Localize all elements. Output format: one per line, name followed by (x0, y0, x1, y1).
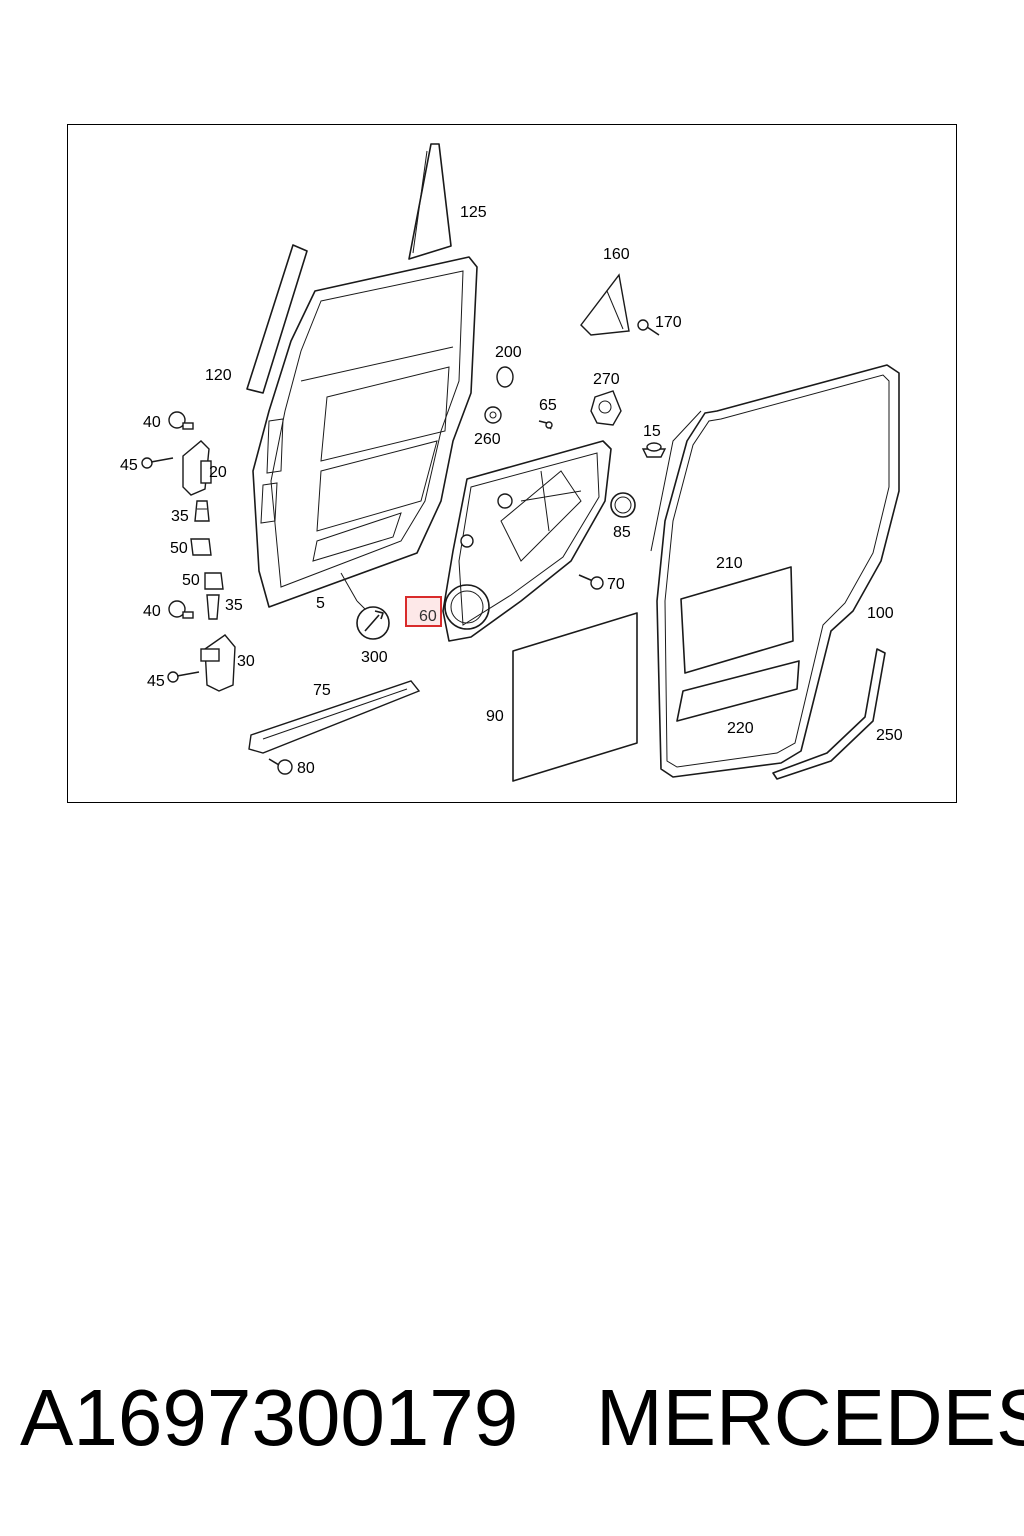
part-40-bolt-lower (168, 600, 194, 619)
part-60-regulator-carrier (442, 440, 612, 642)
part-50-nut-upper (190, 538, 212, 556)
label-270: 270 (593, 371, 620, 388)
part-200-plug (496, 366, 514, 388)
label-75: 75 (313, 682, 331, 699)
part-100-door-seal (650, 364, 900, 778)
part-45-screw-lower (167, 671, 200, 683)
part-125-trim (408, 143, 452, 260)
part-number: A1697300179 (20, 1373, 519, 1462)
label-260: 260 (474, 431, 501, 448)
label-120: 120 (205, 367, 232, 384)
part-300-tool-symbol (356, 600, 390, 640)
part-270-motor (590, 390, 622, 426)
part-65-clip (538, 420, 553, 430)
label-85: 85 (613, 524, 631, 541)
label-5: 5 (316, 595, 325, 612)
label-40-lower: 40 (143, 603, 161, 620)
label-80: 80 (297, 760, 315, 777)
diagram-frame: 125 160 170 200 120 270 65 40 15 260 45 … (67, 124, 957, 803)
label-50-upper: 50 (170, 540, 188, 557)
label-45-lower: 45 (147, 673, 165, 690)
part-75-bar (248, 680, 421, 754)
part-45-screw-upper (141, 457, 174, 469)
caption: A1697300179 MERCEDES (20, 1368, 1024, 1468)
highlight-box-60 (405, 596, 442, 627)
label-60: 60 (419, 608, 437, 625)
label-50-lower: 50 (182, 572, 200, 589)
label-35-lower: 35 (225, 597, 243, 614)
label-35-upper: 35 (171, 508, 189, 525)
label-45-upper: 45 (120, 457, 138, 474)
label-170: 170 (655, 314, 682, 331)
part-70-bolt (578, 574, 604, 590)
part-210-panel (680, 566, 794, 674)
part-30-hinge-lower (200, 634, 236, 692)
part-20-hinge-upper (182, 440, 212, 496)
label-160: 160 (603, 246, 630, 263)
label-40-upper: 40 (143, 414, 161, 431)
label-300: 300 (361, 649, 388, 666)
part-160-cover (580, 273, 630, 336)
part-80-bolt (268, 758, 293, 775)
part-15-cap (641, 442, 667, 458)
label-100: 100 (867, 605, 894, 622)
brand-name: MERCEDES (596, 1373, 1024, 1462)
label-70: 70 (607, 576, 625, 593)
label-220: 220 (727, 720, 754, 737)
label-15: 15 (643, 423, 661, 440)
part-40-bolt-upper (168, 411, 194, 430)
label-125: 125 (460, 204, 487, 221)
label-65: 65 (539, 397, 557, 414)
label-250: 250 (876, 727, 903, 744)
part-35-pin-lower (206, 594, 220, 620)
label-200: 200 (495, 344, 522, 361)
part-35-pin-upper (194, 500, 210, 522)
part-5-door-shell (252, 256, 478, 608)
part-260-plug (484, 406, 502, 424)
part-85-ring (610, 492, 636, 518)
label-20: 20 (209, 464, 227, 481)
label-210: 210 (716, 555, 743, 572)
part-250-seal-strip (772, 648, 886, 780)
part-50-nut-lower (204, 572, 224, 590)
exploded-parts-diagram: 125 160 170 200 120 270 65 40 15 260 45 … (120, 143, 903, 782)
part-90-foil-sheet (512, 612, 638, 782)
label-90: 90 (486, 708, 504, 725)
part-170-clip (637, 319, 660, 336)
part-220-strip (676, 660, 800, 722)
label-30: 30 (237, 653, 255, 670)
part-120-pillar-trim (246, 244, 308, 394)
